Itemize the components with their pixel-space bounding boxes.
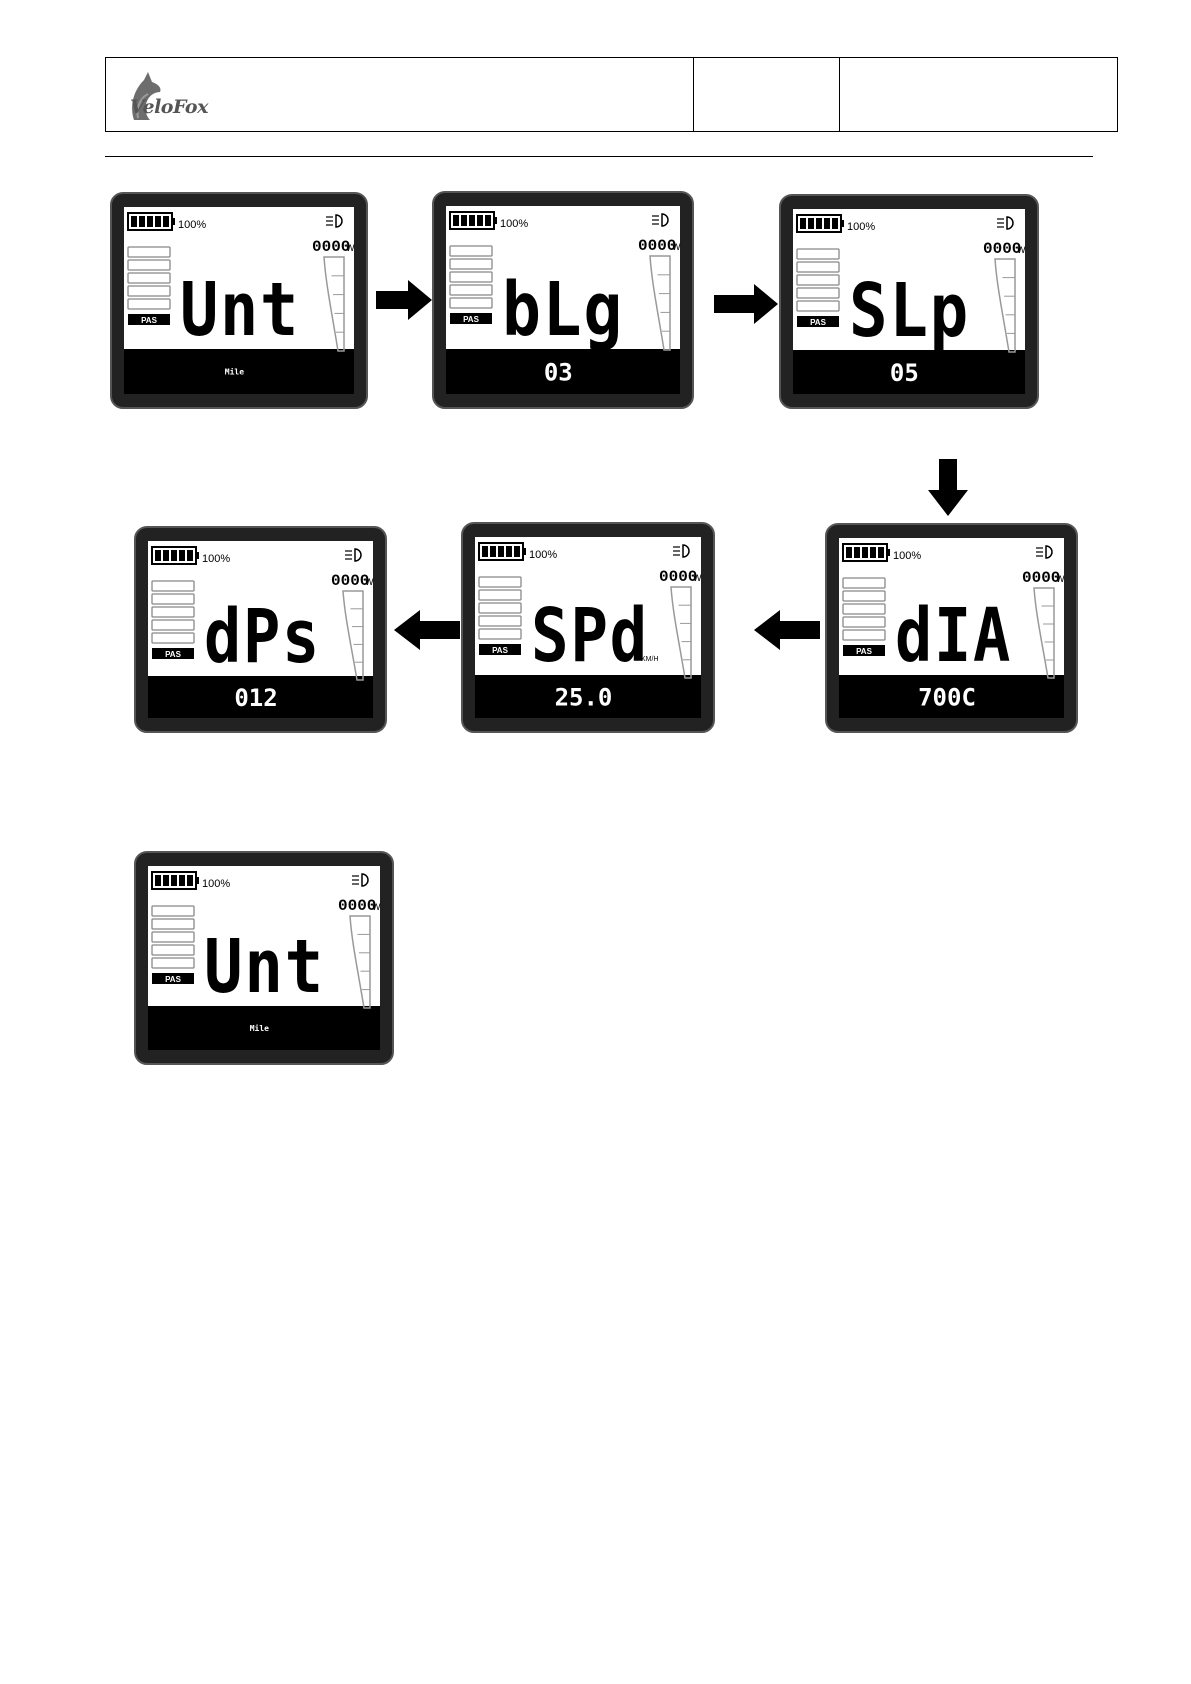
right-arrow-icon bbox=[714, 284, 778, 324]
power-value: 0000 bbox=[1022, 569, 1060, 587]
speed-unit: KM/H bbox=[641, 656, 659, 663]
power-unit: W bbox=[693, 573, 702, 583]
power-unit: W bbox=[346, 243, 355, 253]
header-table: VeloFox bbox=[105, 57, 1118, 132]
battery-percent: 100% bbox=[178, 219, 206, 231]
pas-label: PAS bbox=[492, 646, 509, 655]
sub-value-text: Mile bbox=[225, 367, 244, 377]
sub-value-text: 25.0 bbox=[555, 684, 613, 712]
right-arrow-icon bbox=[376, 280, 432, 320]
power-unit: W bbox=[672, 242, 681, 252]
battery-percent: 100% bbox=[500, 218, 528, 230]
left-arrow-icon bbox=[394, 610, 460, 650]
main-segment-text: Unt bbox=[204, 924, 325, 1010]
sub-value-text: 05 bbox=[890, 359, 919, 387]
header-right-cell bbox=[840, 58, 1117, 131]
pas-label: PAS bbox=[856, 647, 873, 656]
sub-value-text: 700C bbox=[918, 684, 976, 712]
pas-label: PAS bbox=[810, 318, 827, 327]
power-unit: W bbox=[1056, 574, 1065, 584]
power-unit: W bbox=[1017, 245, 1026, 255]
header-mid-cell bbox=[694, 58, 840, 131]
main-segment-text: dPs bbox=[204, 594, 321, 680]
pas-label: PAS bbox=[165, 650, 182, 659]
down-arrow-icon bbox=[928, 459, 968, 516]
power-value: 0000 bbox=[983, 240, 1021, 258]
left-arrow-icon bbox=[754, 610, 820, 650]
power-value: 0000 bbox=[331, 572, 369, 590]
power-value: 0000 bbox=[638, 237, 676, 255]
sub-value-text: Mile bbox=[250, 1023, 269, 1033]
main-segment-text: Unt bbox=[180, 267, 300, 353]
power-value: 0000 bbox=[659, 568, 697, 586]
main-segment-text: dIA bbox=[895, 593, 1012, 679]
main-segment-text: SLp bbox=[849, 268, 970, 354]
power-unit: W bbox=[372, 902, 381, 912]
power-value: 0000 bbox=[338, 897, 376, 915]
battery-percent: 100% bbox=[847, 221, 875, 233]
battery-percent: 100% bbox=[202, 878, 230, 890]
header-rule bbox=[105, 156, 1093, 157]
logo-text: VeloFox bbox=[130, 96, 208, 118]
pas-label: PAS bbox=[165, 975, 182, 984]
power-unit: W bbox=[365, 577, 374, 587]
battery-percent: 100% bbox=[529, 549, 557, 561]
pas-label: PAS bbox=[463, 315, 480, 324]
sub-value-text: 03 bbox=[544, 359, 573, 387]
main-segment-text: SPd bbox=[531, 593, 649, 679]
pas-label: PAS bbox=[141, 316, 158, 325]
battery-percent: 100% bbox=[893, 550, 921, 562]
sub-value-text: 012 bbox=[234, 684, 277, 712]
power-value: 0000 bbox=[312, 238, 350, 256]
battery-percent: 100% bbox=[202, 553, 230, 565]
header-logo-cell: VeloFox bbox=[106, 58, 694, 131]
main-segment-text: bLg bbox=[502, 267, 624, 353]
